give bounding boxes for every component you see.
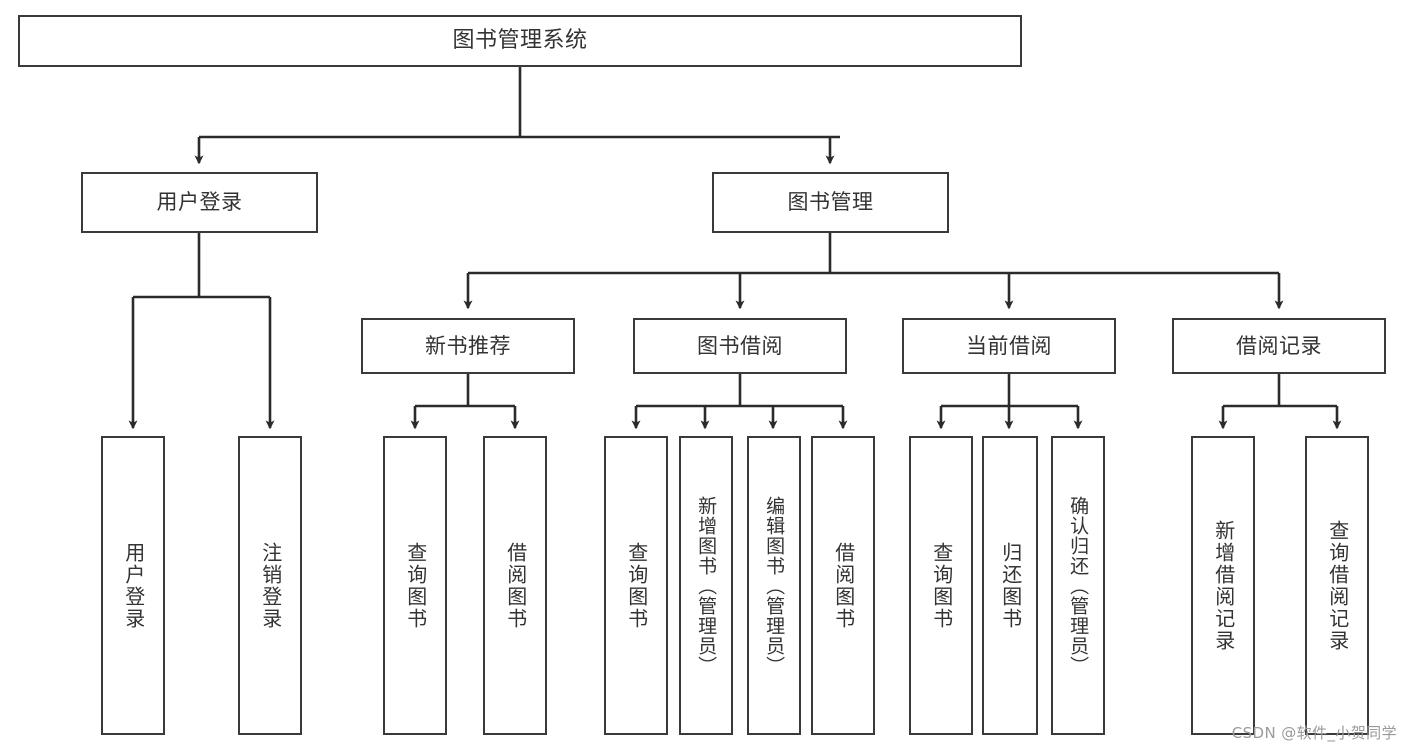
- node-label-book-management: 图书管理: [787, 190, 874, 215]
- node-label-leaf-borrowrecord-add: 新增借阅记录: [1211, 519, 1236, 652]
- node-new-book-recommend[interactable]: 新书推荐: [361, 318, 575, 374]
- node-leaf-bookborrow-query[interactable]: 查询图书: [604, 436, 668, 735]
- node-label-leaf-bookborrow-query: 查询图书: [624, 541, 649, 630]
- node-leaf-user-login-signin[interactable]: 用户登录: [101, 436, 165, 735]
- node-label-user-login: 用户登录: [156, 190, 243, 215]
- node-label-leaf-newbook-borrow: 借阅图书: [503, 541, 528, 630]
- node-label-borrow-record: 借阅记录: [1236, 333, 1322, 358]
- node-label-leaf-currentborrow-query: 查询图书: [929, 541, 954, 630]
- node-label-leaf-borrowrecord-query: 查询借阅记录: [1325, 519, 1350, 652]
- node-leaf-user-login-signout[interactable]: 注销登录: [238, 436, 302, 735]
- node-leaf-bookborrow-add[interactable]: 新增图书（管理员）: [679, 436, 733, 735]
- node-label-leaf-bookborrow-borrow: 借阅图书: [831, 541, 856, 630]
- node-label-leaf-currentborrow-return: 归还图书: [998, 541, 1023, 630]
- node-current-borrow[interactable]: 当前借阅: [902, 318, 1116, 374]
- node-label-book-borrow: 图书借阅: [697, 333, 783, 358]
- node-leaf-currentborrow-return[interactable]: 归还图书: [982, 436, 1038, 735]
- node-label-leaf-newbook-query: 查询图书: [403, 541, 428, 630]
- node-user-login[interactable]: 用户登录: [81, 172, 318, 233]
- node-book-management[interactable]: 图书管理: [712, 172, 949, 233]
- node-root-system[interactable]: 图书管理系统: [18, 15, 1022, 67]
- node-label-new-book-recommend: 新书推荐: [425, 333, 511, 358]
- node-label-current-borrow: 当前借阅: [966, 333, 1052, 358]
- node-label-leaf-user-login-signin: 用户登录: [121, 541, 146, 630]
- node-leaf-borrowrecord-query[interactable]: 查询借阅记录: [1305, 436, 1369, 735]
- node-label-leaf-user-login-signout: 注销登录: [258, 541, 283, 630]
- node-leaf-borrowrecord-add[interactable]: 新增借阅记录: [1191, 436, 1255, 735]
- node-leaf-currentborrow-confirm[interactable]: 确认归还（管理员）: [1051, 436, 1105, 735]
- node-leaf-newbook-borrow[interactable]: 借阅图书: [483, 436, 547, 735]
- node-label-root-system: 图书管理系统: [452, 28, 588, 54]
- node-leaf-bookborrow-borrow[interactable]: 借阅图书: [811, 436, 875, 735]
- node-label-leaf-currentborrow-confirm: 确认归还（管理员）: [1067, 495, 1090, 676]
- node-leaf-currentborrow-query[interactable]: 查询图书: [909, 436, 973, 735]
- node-leaf-newbook-query[interactable]: 查询图书: [383, 436, 447, 735]
- node-leaf-bookborrow-edit[interactable]: 编辑图书（管理员）: [747, 436, 801, 735]
- node-book-borrow[interactable]: 图书借阅: [633, 318, 847, 374]
- node-label-leaf-bookborrow-add: 新增图书（管理员）: [695, 495, 718, 676]
- csdn-watermark: CSDN @软件_小贺同学: [1231, 724, 1397, 742]
- node-borrow-record[interactable]: 借阅记录: [1172, 318, 1386, 374]
- node-label-leaf-bookborrow-edit: 编辑图书（管理员）: [763, 495, 786, 676]
